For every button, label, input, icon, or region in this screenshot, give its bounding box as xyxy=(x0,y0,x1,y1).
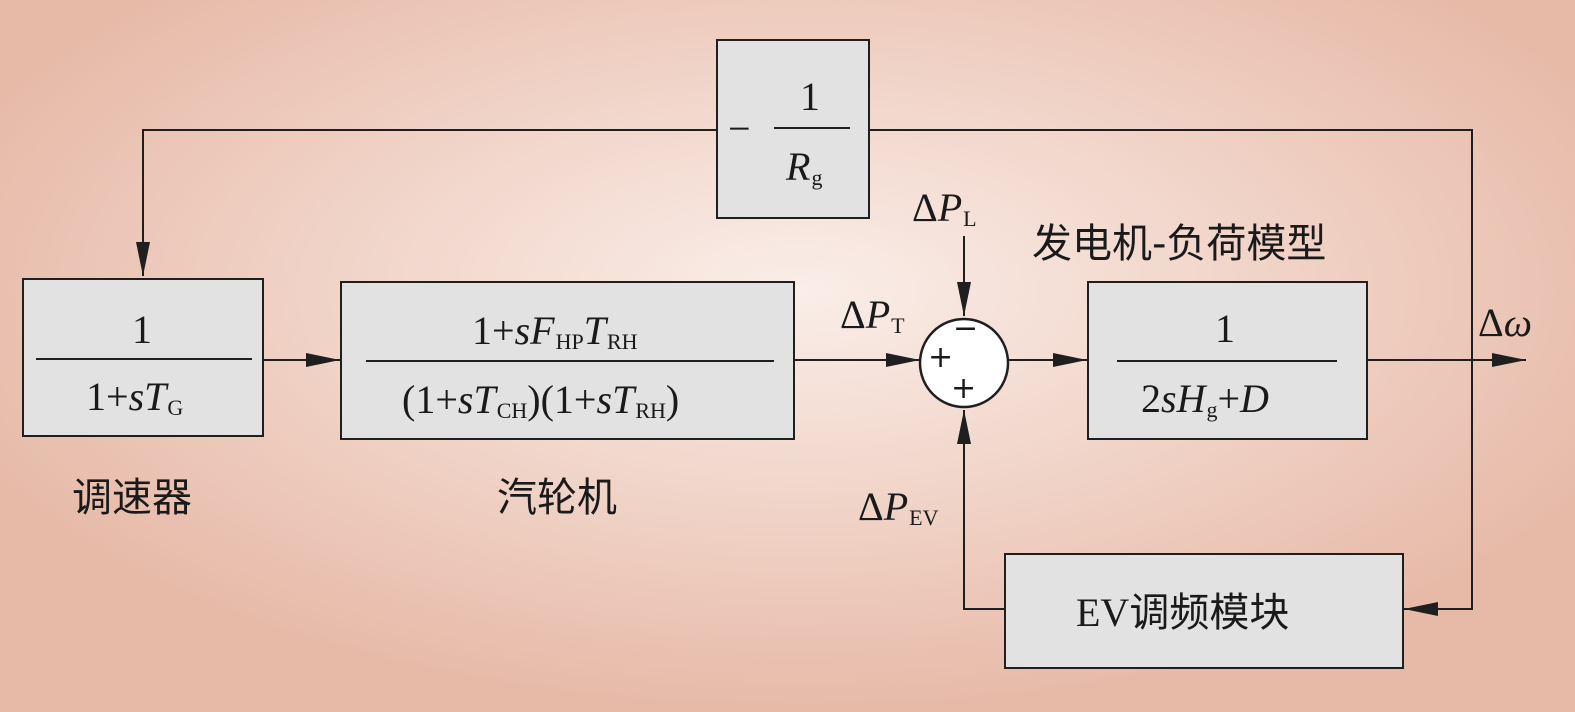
governor-fraction-bar xyxy=(36,358,252,360)
summing-junction xyxy=(918,317,1010,409)
droop-numerator: 1 xyxy=(800,74,820,119)
turbine-fraction-bar xyxy=(366,360,774,362)
signal-delta-pt: ΔPT xyxy=(840,292,905,338)
governor-numerator: 1 xyxy=(132,307,152,352)
wire-feedback-right xyxy=(870,129,1473,360)
generator-fraction-bar xyxy=(1117,360,1337,362)
sum-sign-left: + xyxy=(928,340,954,375)
wire-ev-to-sum xyxy=(957,410,1004,610)
droop-minus-sign: − xyxy=(728,106,751,151)
turbine-block: 1+sFHPTRH (1+sTCH)(1+sTRH) xyxy=(340,281,795,440)
governor-label: 调速器 xyxy=(72,475,192,521)
signal-delta-pev: ΔPEV xyxy=(858,484,939,530)
ev-regulation-block: EV调频模块 xyxy=(1004,553,1404,669)
sum-sign-bottom: + xyxy=(951,371,977,406)
governor-denominator: 1+sTG xyxy=(86,374,184,420)
wire-to-ev xyxy=(1404,360,1473,616)
sum-sign-top: − xyxy=(953,311,979,346)
droop-feedback-block: − 1 Rg xyxy=(716,39,870,219)
droop-denominator: Rg xyxy=(786,144,823,190)
droop-fraction-bar xyxy=(774,127,850,129)
wire-feedback-left xyxy=(136,129,716,276)
generator-denominator: 2sHg+D xyxy=(1141,376,1269,422)
signal-delta-omega: Δω xyxy=(1478,300,1532,345)
generator-label: 发电机-负荷模型 xyxy=(1032,221,1327,267)
generator-numerator: 1 xyxy=(1215,306,1235,351)
ev-block-label: EV调频模块 xyxy=(1076,590,1290,635)
governor-block: 1 1+sTG xyxy=(22,278,264,437)
generator-load-block: 1 2sHg+D xyxy=(1087,281,1368,440)
signal-delta-pl: ΔPL xyxy=(912,185,977,231)
turbine-numerator: 1+sFHPTRH xyxy=(472,308,638,354)
turbine-label: 汽轮机 xyxy=(497,475,617,521)
turbine-denominator: (1+sTCH)(1+sTRH) xyxy=(402,377,680,423)
